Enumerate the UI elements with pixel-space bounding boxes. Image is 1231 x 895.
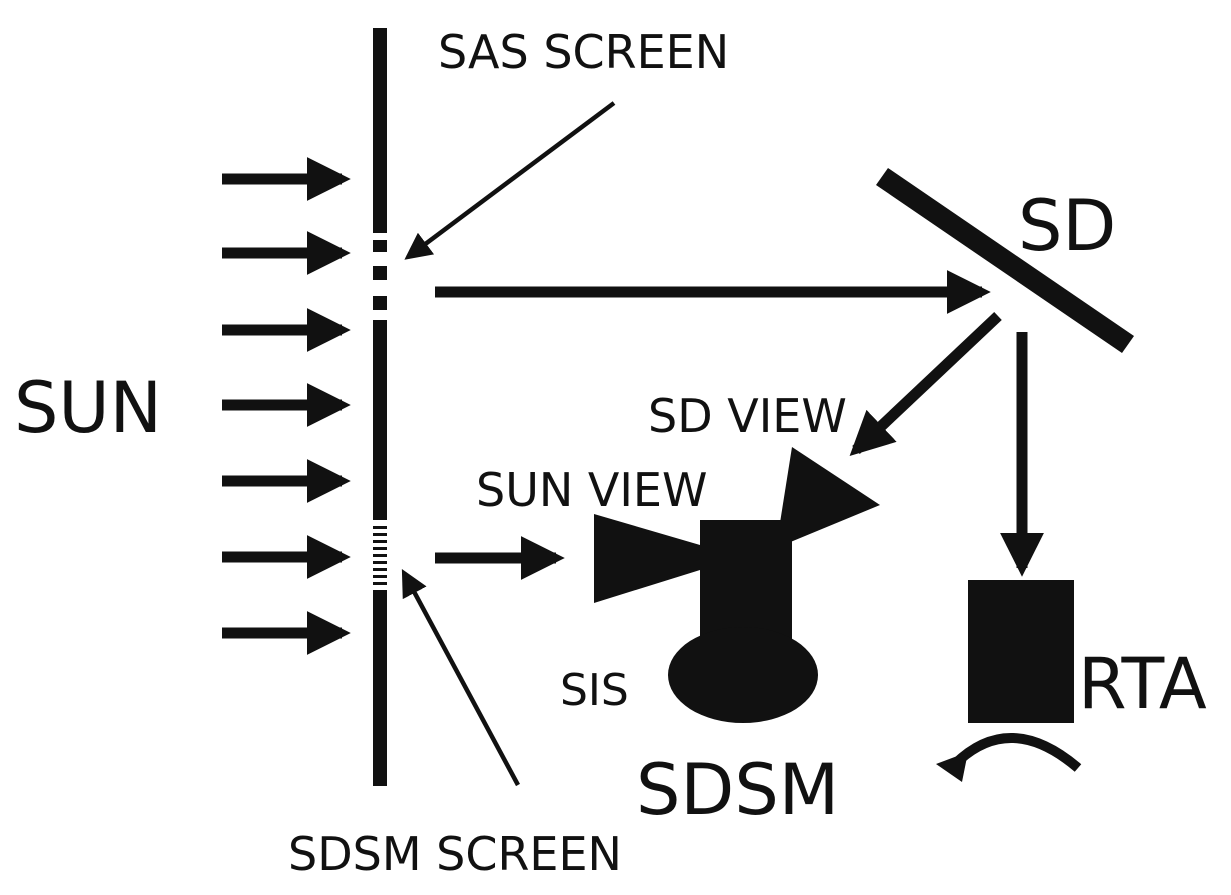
sas-screen-label: SAS SCREEN (438, 25, 729, 79)
sd-view-arrow (849, 311, 1002, 457)
rta-label: RTA (1078, 643, 1207, 725)
sdsm-label: SDSM (636, 749, 839, 831)
sd-view-label: SD VIEW (648, 389, 847, 443)
sd-label: SD (1018, 185, 1116, 267)
screen-bar (373, 28, 387, 786)
rta-rotation-arrowhead (936, 752, 968, 782)
rta-block (968, 580, 1074, 723)
sdsm-screen-label: SDSM SCREEN (288, 827, 622, 881)
sun-view-label: SUN VIEW (476, 463, 707, 517)
rta-rotation-arrow (951, 733, 1082, 772)
sun-label: SUN (14, 367, 162, 449)
sis-base (668, 627, 818, 723)
sdsm-screen-pointer (401, 569, 520, 787)
sdsm-screen-slits (373, 526, 387, 585)
sdsm-instrument (594, 447, 880, 723)
sas-screen-pointer (404, 101, 616, 260)
sun-rays (222, 157, 351, 655)
sd-view-cone (776, 447, 880, 548)
solar-diffuser-plate (876, 168, 1134, 353)
sun-view-cone (594, 514, 700, 603)
sis-label: SIS (560, 665, 629, 716)
